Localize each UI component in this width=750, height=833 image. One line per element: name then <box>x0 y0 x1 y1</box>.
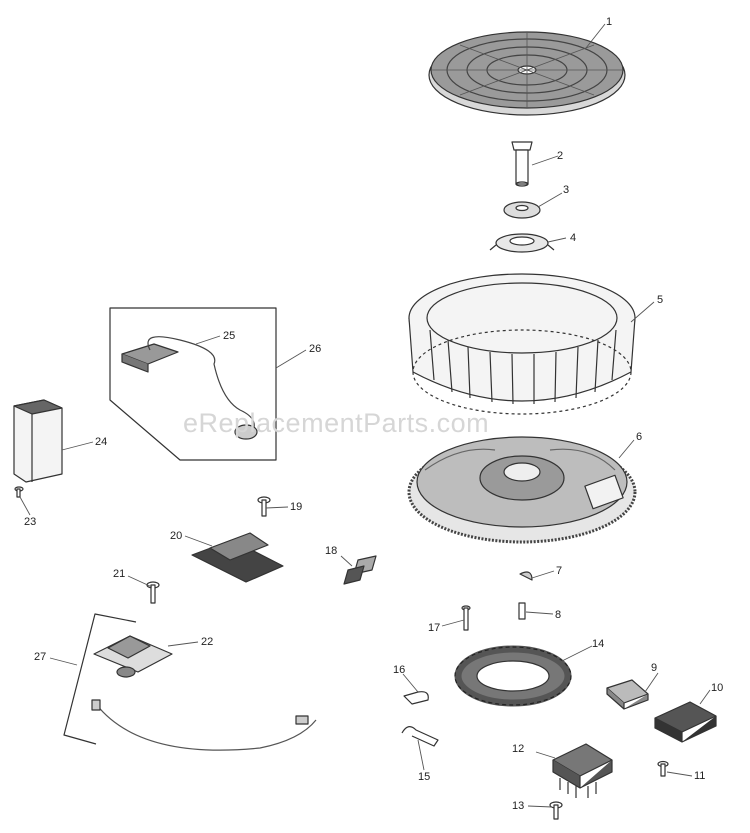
callout-4: 4 <box>570 232 577 244</box>
part-20-ignition-module <box>191 532 284 583</box>
part-19-screw <box>257 496 271 517</box>
callout-26: 26 <box>309 343 322 355</box>
part-6-flywheel <box>407 436 637 544</box>
callout-1: 1 <box>606 16 613 28</box>
part-15-clip <box>401 726 439 747</box>
callout-10: 10 <box>711 682 724 694</box>
part-12-regulator <box>552 743 613 798</box>
callout-3: 3 <box>563 184 570 196</box>
callout-19: 19 <box>290 501 303 513</box>
part-24-cover <box>13 399 63 483</box>
callout-27: 27 <box>34 651 47 663</box>
watermark: eReplacementParts.com <box>183 408 490 438</box>
part-22-ignition-coil <box>93 635 173 678</box>
part-2-bolt <box>511 141 533 187</box>
callout-25: 25 <box>223 330 236 342</box>
part-18-spark-plug <box>343 555 377 585</box>
callout-13: 13 <box>512 800 525 812</box>
part-3-washer <box>503 201 541 219</box>
part-4-retainer <box>489 233 555 253</box>
callout-22: 22 <box>201 636 214 648</box>
part-11-screw <box>657 760 669 777</box>
callout-2: 2 <box>557 150 564 162</box>
part-23-screw <box>14 486 24 498</box>
part-26-kit <box>109 307 277 461</box>
leader-lines <box>19 23 711 808</box>
part-1-blower-screen <box>428 31 626 116</box>
callout-16: 16 <box>393 664 406 676</box>
callout-7: 7 <box>556 565 563 577</box>
part-14-stator <box>454 645 572 707</box>
callout-18: 18 <box>325 545 338 557</box>
callout-11: 11 <box>694 770 706 782</box>
callout-24: 24 <box>95 436 108 448</box>
part-7-key <box>519 571 533 581</box>
callout-21: 21 <box>113 568 126 580</box>
part-10-rectifier <box>654 701 717 743</box>
callout-6: 6 <box>636 431 643 443</box>
part-5-fan <box>408 273 636 415</box>
callout-14: 14 <box>592 638 605 650</box>
part-13-screw <box>549 801 563 820</box>
callout-17: 17 <box>428 622 441 634</box>
callout-5: 5 <box>657 294 664 306</box>
part-27-harness <box>63 613 317 751</box>
callout-8: 8 <box>555 609 562 621</box>
part-9-module <box>606 679 649 710</box>
callout-9: 9 <box>651 662 658 674</box>
callout-12: 12 <box>512 743 525 755</box>
part-8-pin <box>518 602 526 620</box>
callout-23: 23 <box>24 516 37 528</box>
part-16-clip <box>403 691 429 705</box>
part-17-bolt <box>461 605 471 631</box>
callout-20: 20 <box>170 530 183 542</box>
callout-15: 15 <box>418 771 431 783</box>
